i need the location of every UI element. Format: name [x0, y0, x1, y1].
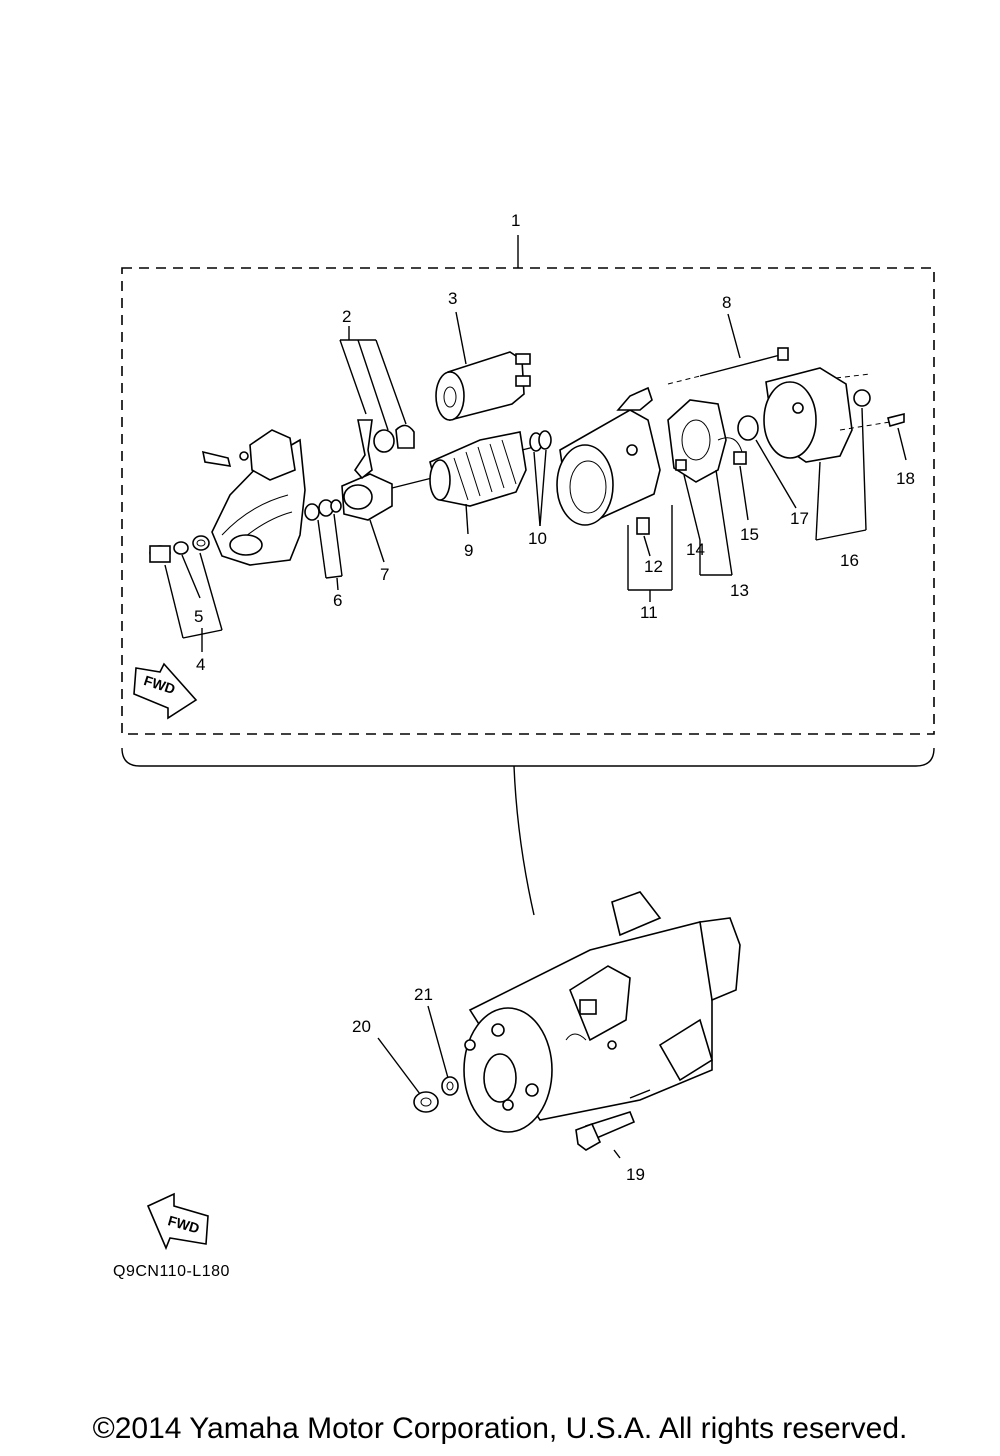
callout-12: 12 [644, 557, 663, 576]
part-collar-group [149, 535, 223, 652]
callout-21: 21 [414, 985, 433, 1004]
callout-6: 6 [333, 591, 342, 610]
callout-7: 7 [380, 565, 389, 584]
callout-18: 18 [896, 469, 915, 488]
callout-2: 2 [342, 307, 351, 326]
callout-20: 20 [352, 1017, 371, 1036]
callout-10: 10 [528, 529, 547, 548]
part-lever-2 [339, 326, 415, 480]
part-front-bracket [201, 429, 306, 566]
copyright-notice: ©2014 Yamaha Motor Corporation, U.S.A. A… [92, 1412, 908, 1445]
callout-4: 4 [196, 655, 205, 674]
part-brush-holder-13 [667, 399, 749, 576]
callout-9: 9 [464, 541, 473, 560]
part-armature-9 [391, 431, 547, 535]
part-through-bolt-8 [667, 313, 789, 385]
part-yoke-11 [556, 386, 673, 602]
part-pinion-7 [341, 473, 393, 563]
callout-13: 13 [730, 581, 749, 600]
part-washer-21 [427, 1005, 459, 1096]
part-rear-cover-16 [737, 367, 907, 541]
callout-1: 1 [511, 211, 520, 230]
callout-16: 16 [840, 551, 859, 570]
part-block-12 [636, 517, 651, 557]
part-nut-20 [377, 1037, 439, 1113]
callout-labels: 1 2 3 4 5 6 7 8 9 10 11 12 13 14 15 16 1… [194, 211, 915, 1184]
assembly-boundary [121, 235, 935, 916]
part-starter-assembled [463, 891, 741, 1133]
callout-15: 15 [740, 525, 759, 544]
callout-17: 17 [790, 509, 809, 528]
fwd-arrow-upper: FWD [133, 662, 198, 720]
callout-19: 19 [626, 1165, 645, 1184]
part-bolt-19 [575, 1089, 651, 1159]
callout-14: 14 [686, 540, 705, 559]
part-washers-6 [304, 499, 343, 591]
part-washers-10 [529, 430, 552, 527]
callout-8: 8 [722, 293, 731, 312]
part-solenoid-3 [435, 311, 531, 422]
callout-3: 3 [448, 289, 457, 308]
diagram-reference-code: Q9CN110-L180 [113, 1263, 230, 1280]
callout-11: 11 [640, 603, 658, 622]
fwd-arrow-lower: FWD [146, 1192, 209, 1251]
callout-5: 5 [194, 607, 203, 626]
